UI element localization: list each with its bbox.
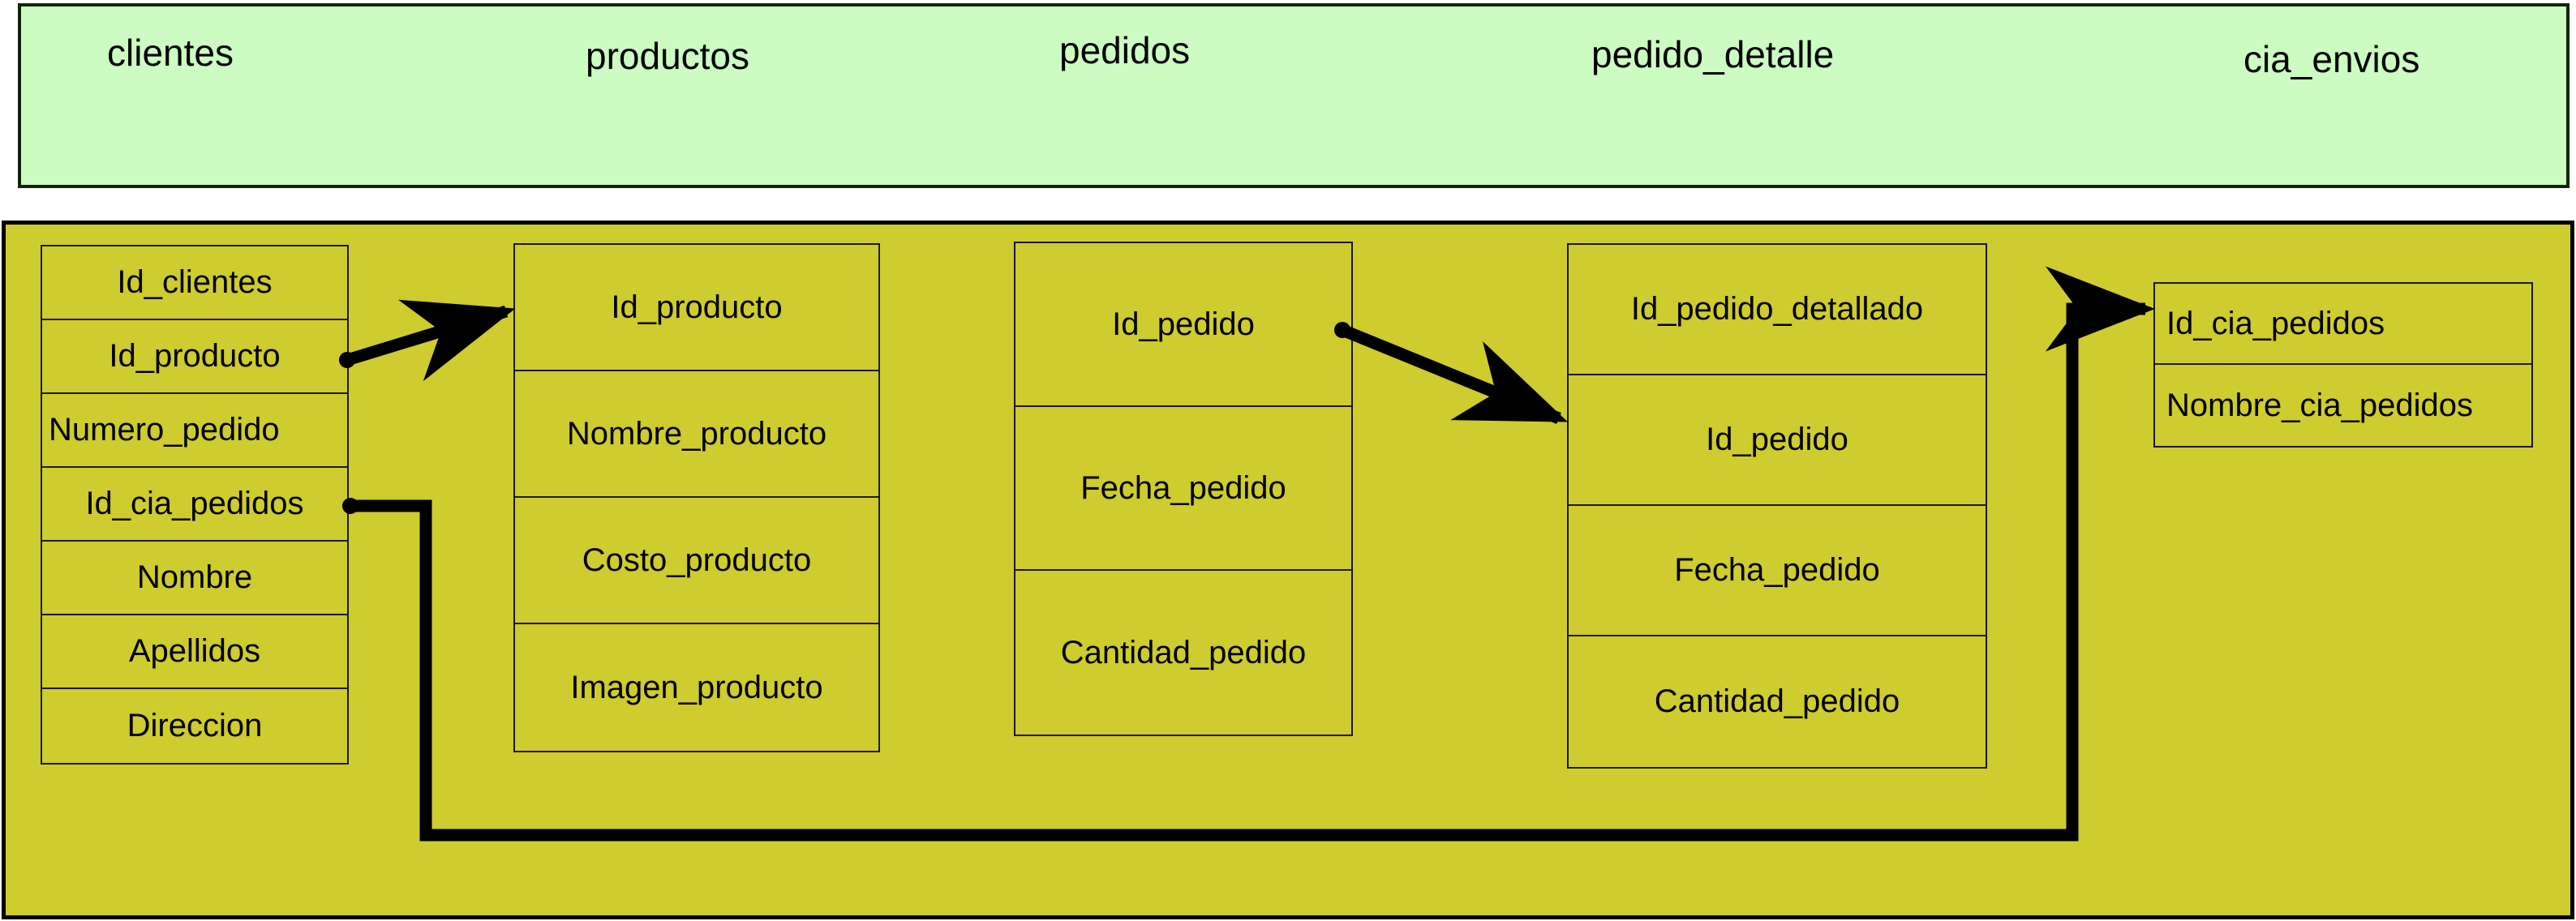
field-row: Cantidad_pedido xyxy=(1654,683,1900,719)
field-row: Cantidad_pedido xyxy=(1060,634,1307,670)
field-row: Nombre xyxy=(42,542,347,615)
field-row: Fecha_pedido xyxy=(1015,407,1351,571)
field-row: Id_clientes xyxy=(42,246,347,320)
header-label-pedidos: pedidos xyxy=(1059,29,1191,71)
field-row: Id_producto xyxy=(42,320,347,394)
field-row: Id_cia_pedidos xyxy=(2155,284,2531,365)
field-row: Costo_producto xyxy=(515,498,878,624)
entity-names-header: clientes productos pedidos pedido_detall… xyxy=(18,3,2570,188)
field-row: Fecha_pedido xyxy=(1569,506,1986,636)
field-row: Id_pedido_detallado xyxy=(1569,245,1986,375)
entity-table-cia-envios: Id_cia_pedidos Nombre_cia_pedidos xyxy=(2153,282,2533,448)
header-label-cia-envios: cia_envios xyxy=(2243,38,2420,80)
header-label-productos: productos xyxy=(586,35,750,77)
entity-table-pedidos: Id_pedido Fecha_pedido Cantidad_pedido xyxy=(1014,242,1353,736)
entity-table-productos: Id_producto Nombre_producto Costo_produc… xyxy=(513,243,880,752)
field-row: Direccion xyxy=(127,708,263,743)
field-row: Id_cia_pedidos xyxy=(42,468,347,542)
header-label-clientes: clientes xyxy=(107,32,234,74)
field-row: Id_pedido xyxy=(1569,375,1986,506)
field-row: Numero_pedido xyxy=(42,394,347,468)
entity-table-clientes: Id_clientes Id_producto Numero_pedido Id… xyxy=(41,245,349,765)
field-row: Nombre_cia_pedidos xyxy=(2166,387,2474,423)
field-row: Apellidos xyxy=(42,615,347,689)
field-row: Id_producto xyxy=(515,245,878,371)
header-label-pedido-detalle: pedido_detalle xyxy=(1591,33,1835,75)
field-row: Imagen_producto xyxy=(570,669,823,705)
entity-table-pedido-detalle: Id_pedido_detallado Id_pedido Fecha_pedi… xyxy=(1567,243,1987,769)
field-row: Nombre_producto xyxy=(515,371,878,498)
field-row: Id_pedido xyxy=(1015,243,1351,407)
